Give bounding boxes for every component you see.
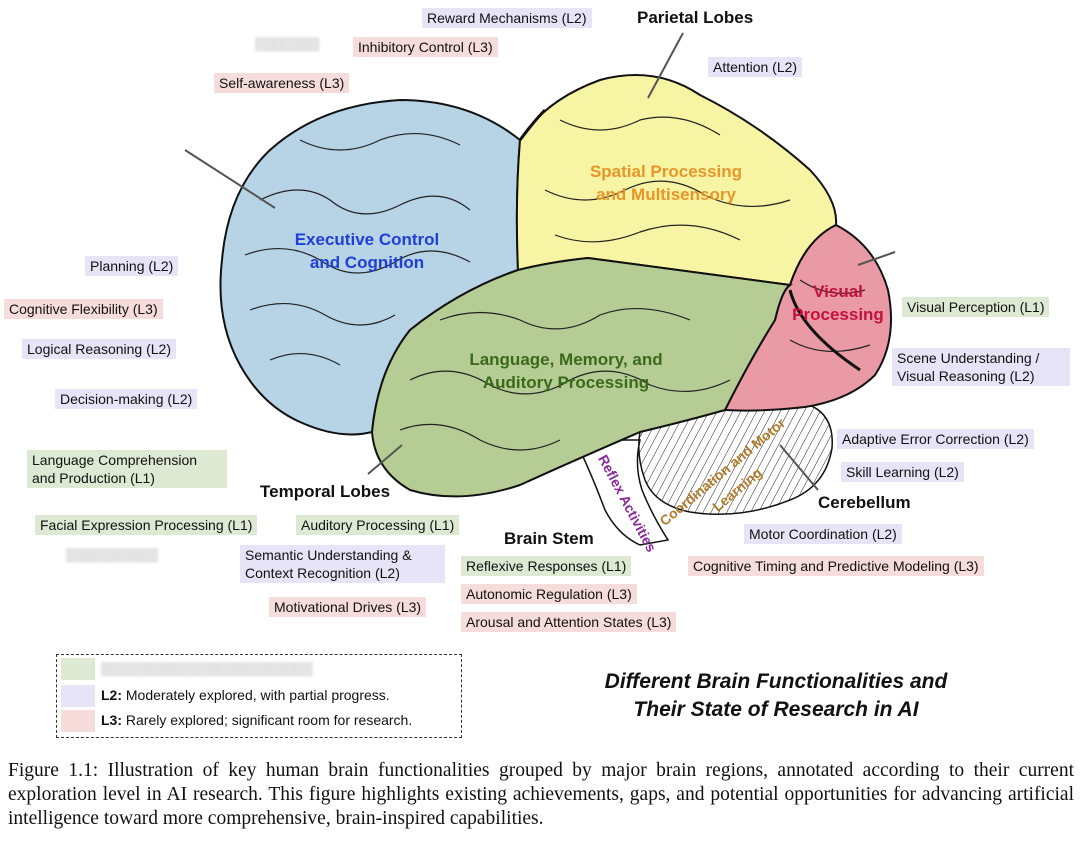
lobe-label-cerebellum: Cerebellum bbox=[818, 493, 911, 512]
legend-text-l3: L3: Rarely explored; significant room fo… bbox=[101, 712, 412, 728]
region-label-temporal: Language, Memory, and Auditory Processin… bbox=[446, 348, 686, 394]
tag-motivational-drives: Motivational Drives (L3) bbox=[269, 597, 427, 617]
tag-planning: Planning (L2) bbox=[85, 256, 179, 276]
legend-description: Rarely explored; significant room for re… bbox=[122, 712, 413, 728]
tag-language-comprehension: Language Comprehension and Production (L… bbox=[27, 450, 227, 488]
region-label-occipital: Visual Processing bbox=[778, 280, 898, 326]
tag-reward-mechanisms: Reward Mechanisms (L2) bbox=[422, 8, 592, 28]
tag-cognitive-flexibility: Cognitive Flexibility (L3) bbox=[4, 299, 163, 319]
legend-row-l1: ▒▒▒▒▒▒▒▒▒▒▒▒▒▒▒▒▒▒▒▒▒▒▒ bbox=[61, 658, 457, 680]
region-label-frontal: Executive Control and Cognition bbox=[272, 228, 462, 274]
tag-logical-reasoning: Logical Reasoning (L2) bbox=[22, 339, 176, 359]
legend-swatch-l1 bbox=[61, 658, 95, 680]
region-label-line: Executive Control bbox=[294, 230, 440, 249]
legend-row-l2: L2: Moderately explored, with partial pr… bbox=[61, 685, 457, 707]
tag-visual-perception: Visual Perception (L1) bbox=[902, 297, 1050, 317]
tag-arousal-attention: Arousal and Attention States (L3) bbox=[461, 612, 677, 632]
legend-row-l3: L3: Rarely explored; significant room fo… bbox=[61, 710, 457, 732]
lobe-label-parietal: Parietal Lobes bbox=[637, 8, 754, 27]
region-label-line: Language, Memory, and bbox=[469, 350, 663, 369]
tag-semantic-understanding: Semantic Understanding & Context Recogni… bbox=[240, 545, 445, 583]
brain-illustration bbox=[184, 32, 896, 546]
tag-skill-learning: Skill Learning (L2) bbox=[841, 462, 964, 482]
brain-stem-shape bbox=[573, 439, 670, 546]
tag-scene-understanding: Scene Understanding / Visual Reasoning (… bbox=[892, 348, 1070, 386]
tag-reflexive-responses: Reflexive Responses (L1) bbox=[461, 556, 632, 576]
figure-title-line: Their State of Research in AI bbox=[633, 698, 919, 721]
tag-inhibitory-control: Inhibitory Control (L3) bbox=[353, 37, 498, 57]
blurred-text: ▒▒▒▒▒▒▒ bbox=[255, 36, 320, 51]
temporal-lobe-shape bbox=[370, 256, 793, 498]
legend-key: L2: bbox=[101, 687, 122, 703]
blurred-text: ▒▒▒▒▒▒▒▒▒▒▒▒▒▒▒▒▒▒▒▒▒▒▒ bbox=[101, 661, 313, 676]
tag-self-awareness: Self-awareness (L3) bbox=[214, 73, 350, 93]
region-label-line: and Multisensory bbox=[596, 185, 736, 204]
legend-box: ▒▒▒▒▒▒▒▒▒▒▒▒▒▒▒▒▒▒▒▒▒▒▒ L2: Moderately e… bbox=[56, 654, 462, 738]
figure-caption: Figure 1.1: Illustration of key human br… bbox=[8, 760, 1074, 829]
legend-text-l2: L2: Moderately explored, with partial pr… bbox=[101, 687, 390, 703]
region-label-parietal: Spatial Processing and Multisensory bbox=[566, 160, 766, 206]
region-label-line: Visual bbox=[813, 282, 863, 301]
tag-motor-coordination: Motor Coordination (L2) bbox=[744, 524, 902, 544]
lobe-label-temporal: Temporal Lobes bbox=[260, 482, 391, 501]
tag-decision-making: Decision-making (L2) bbox=[55, 389, 198, 409]
region-label-line: Processing bbox=[792, 305, 884, 324]
legend-swatch-l2 bbox=[61, 685, 95, 707]
region-label-line: Auditory Processing bbox=[482, 373, 650, 392]
tag-auditory-processing: Auditory Processing (L1) bbox=[296, 515, 460, 535]
blurred-text: ▒▒▒▒▒▒▒▒▒▒ bbox=[66, 547, 159, 562]
figure-title-line: Different Brain Functionalities and bbox=[604, 670, 948, 693]
tag-autonomic-regulation: Autonomic Regulation (L3) bbox=[461, 584, 637, 604]
figure-title: Different Brain Functionalities and Thei… bbox=[560, 668, 992, 724]
tag-adaptive-error-correction: Adaptive Error Correction (L2) bbox=[837, 429, 1034, 449]
region-label-line: Spatial Processing bbox=[589, 162, 743, 181]
legend-swatch-l3 bbox=[61, 710, 95, 732]
legend-description: Moderately explored, with partial progre… bbox=[122, 687, 390, 703]
tag-facial-expression: Facial Expression Processing (L1) bbox=[35, 515, 258, 535]
lobe-label-brain-stem: Brain Stem bbox=[504, 529, 594, 548]
tag-cognitive-timing: Cognitive Timing and Predictive Modeling… bbox=[688, 556, 984, 576]
tag-attention: Attention (L2) bbox=[708, 57, 803, 77]
legend-key: L3: bbox=[101, 712, 122, 728]
region-label-line: and Cognition bbox=[309, 253, 425, 272]
